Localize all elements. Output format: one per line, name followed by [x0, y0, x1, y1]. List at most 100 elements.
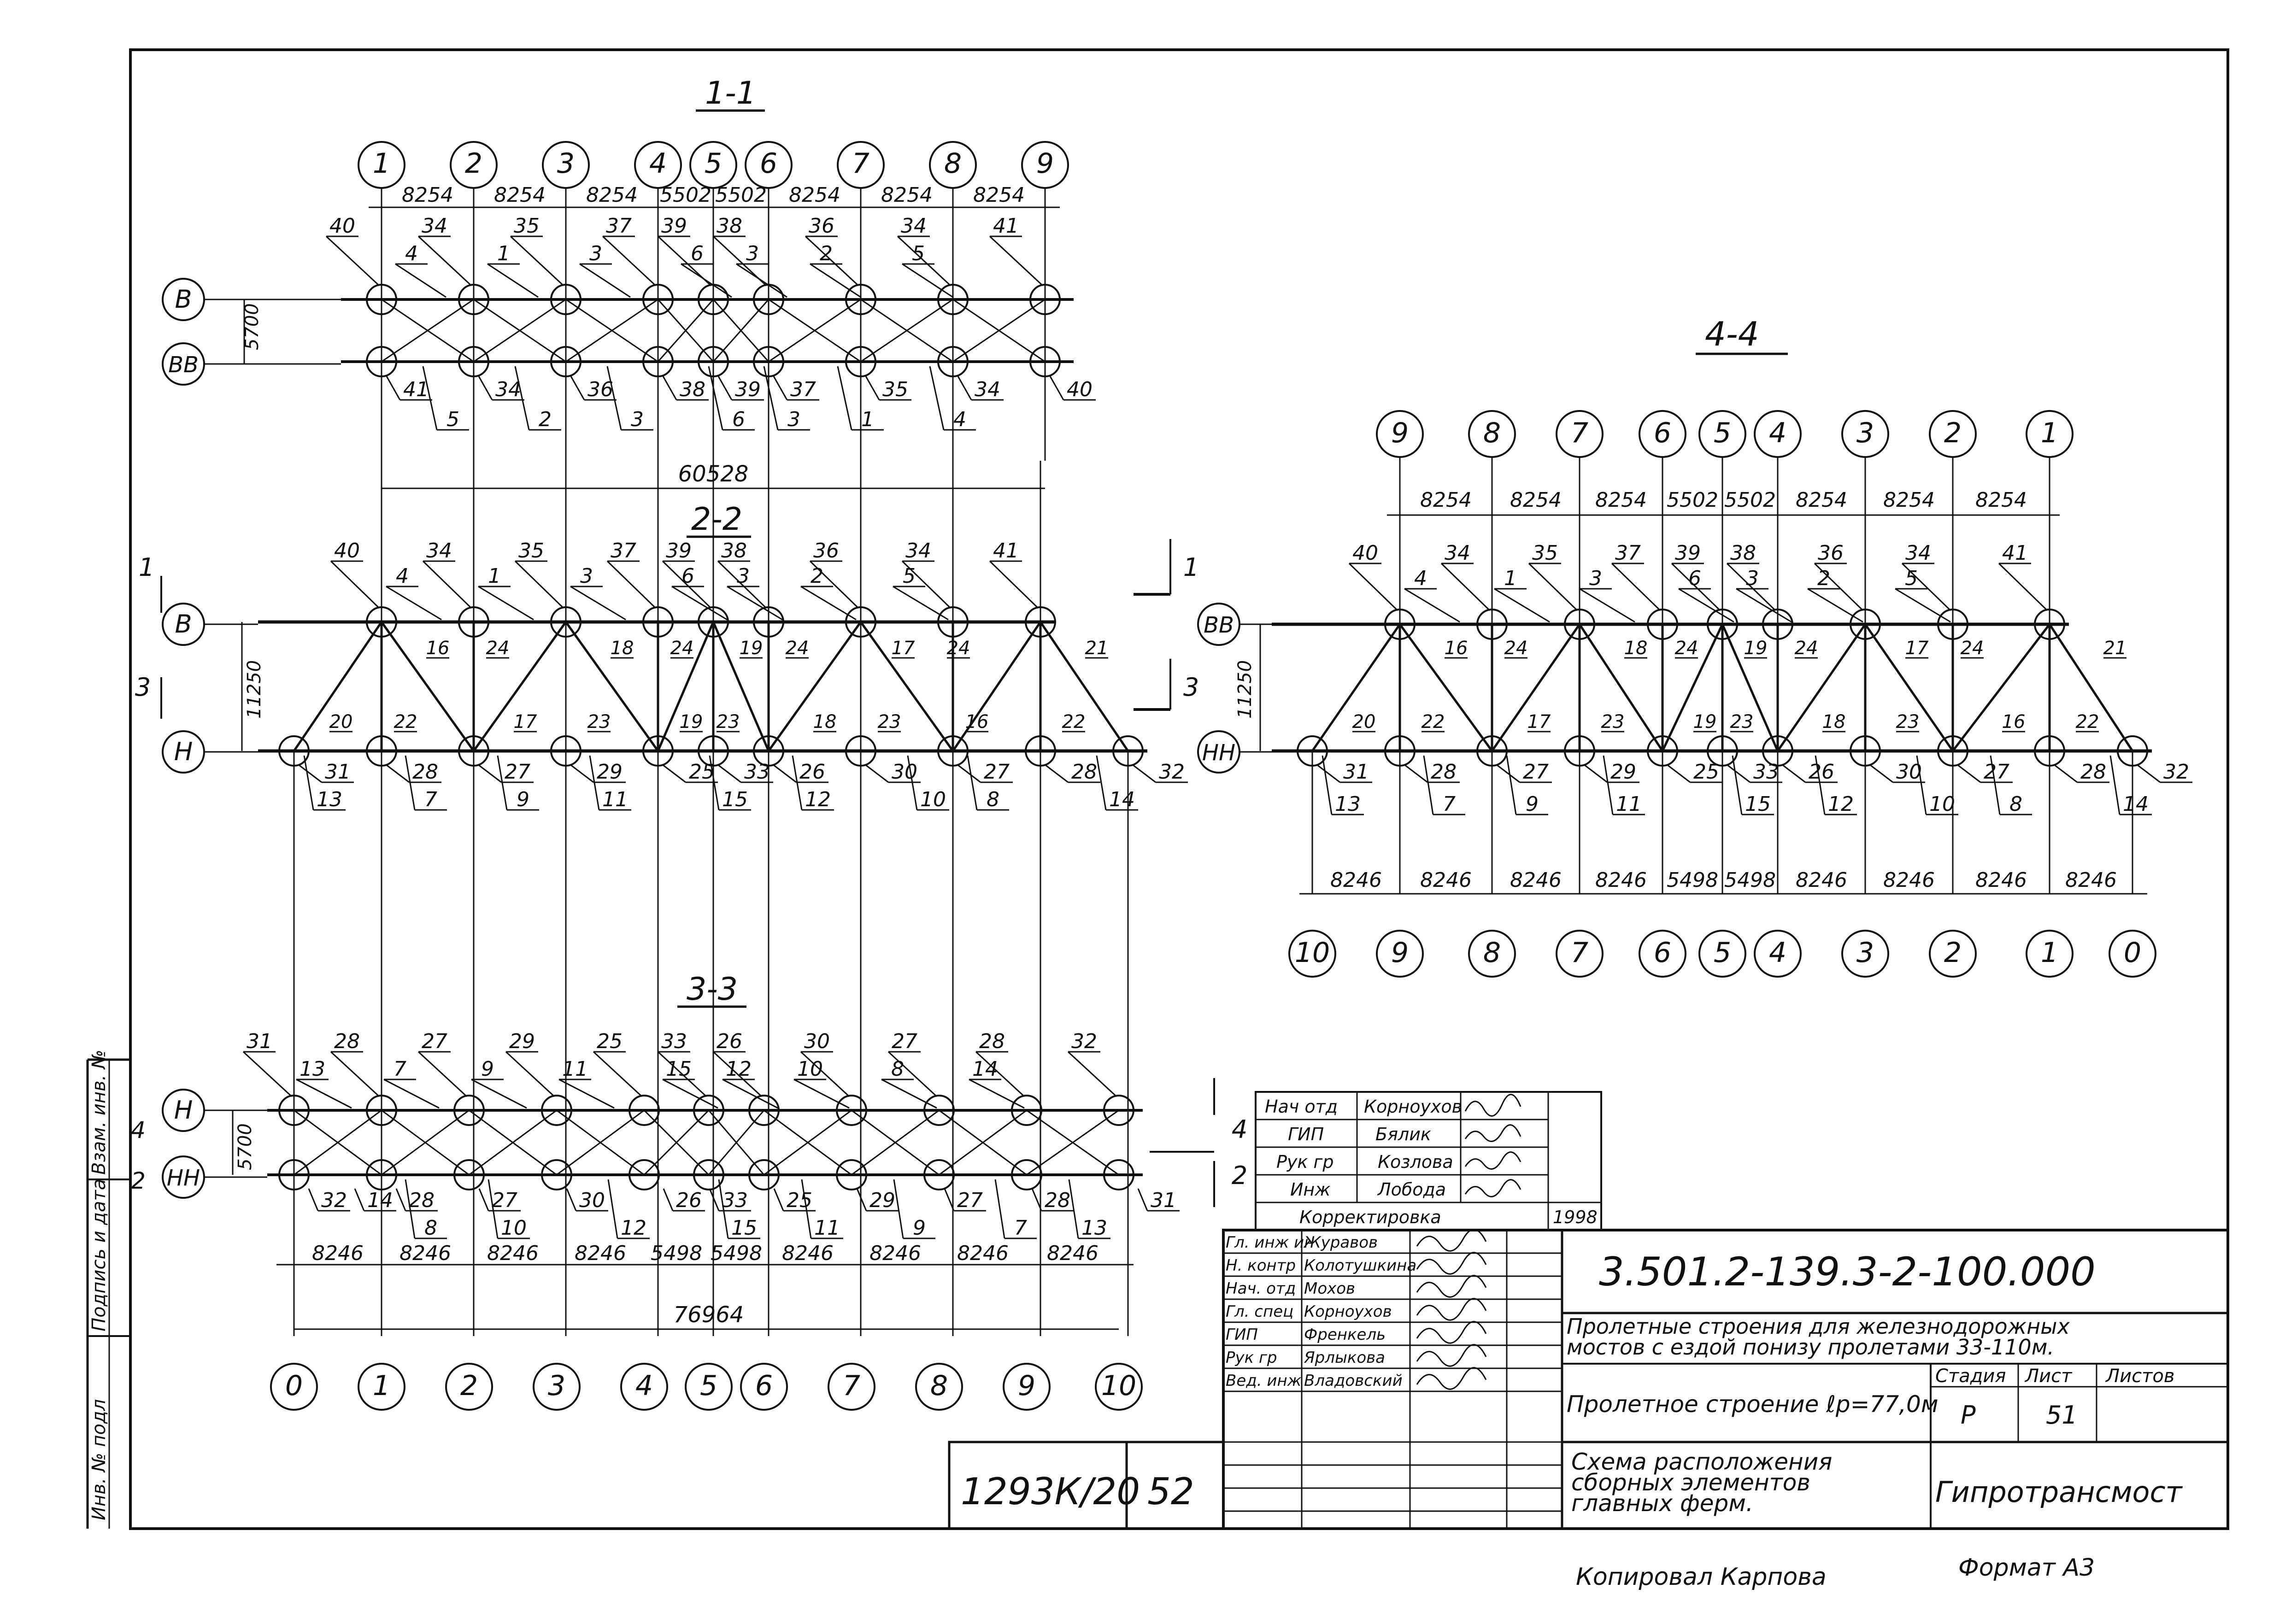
web-member [1491, 623, 1581, 752]
axis-label: 3 [548, 1370, 565, 1402]
corr-row2-name: Бялик [1375, 1124, 1431, 1144]
axis-label: 3 [1856, 937, 1874, 969]
node-number: 40 [334, 539, 360, 563]
node [923, 1095, 955, 1126]
axis-bubble [1841, 930, 1889, 978]
node-number-leader [330, 560, 380, 609]
signer-6-role: Рук гр [1226, 1348, 1277, 1367]
element-mark: 3 [787, 408, 800, 431]
web-mark: 20 [1352, 711, 1376, 733]
web-mark: 24 [947, 638, 970, 659]
signer-1-role: Гл. инж ин [1226, 1233, 1314, 1252]
element-mark: 11 [814, 1216, 840, 1240]
node-number: 33 [661, 1030, 687, 1053]
node-number: 28 [409, 1189, 435, 1212]
node-number: 28 [979, 1030, 1005, 1053]
node-number-leader [1348, 563, 1398, 611]
axis-label: 8 [930, 1370, 948, 1402]
node-number: 27 [892, 1030, 917, 1053]
element-mark: 1 [488, 564, 501, 588]
dim-value: 5502 [1724, 488, 1776, 512]
web-mark: 23 [1601, 711, 1625, 733]
dim-value: 5502 [1667, 488, 1718, 512]
element-mark-leader [570, 586, 626, 621]
element-mark-leader [708, 366, 723, 430]
element-mark-leader [893, 1179, 904, 1239]
element-mark-leader [800, 586, 857, 621]
cut-label: 2 [1232, 1161, 1247, 1190]
element-mark: 10 [797, 1057, 823, 1081]
archive-number: 1293К/20 [961, 1470, 1140, 1513]
node-number-leader [957, 375, 972, 400]
sheets-label: Листов [2105, 1366, 2174, 1387]
node-number-leader [865, 764, 889, 783]
node [642, 346, 674, 377]
node [937, 284, 969, 315]
axis-label: 9 [1036, 147, 1054, 180]
node-number: 37 [1615, 541, 1641, 565]
node [1011, 1095, 1042, 1126]
element-mark-leader [709, 755, 720, 810]
web-member [1578, 623, 1664, 752]
dim-value: 8254 [881, 183, 933, 207]
dim-value: 5498 [1724, 868, 1776, 892]
node-number-leader [354, 1188, 365, 1211]
element-mark: 8 [2009, 792, 2022, 816]
web-member [1311, 623, 1401, 752]
node [1937, 735, 1968, 767]
element-mark: 15 [1745, 792, 1771, 816]
dim-value: 8254 [1420, 488, 1472, 512]
node-number: 40 [1067, 378, 1093, 401]
node-number-leader [864, 375, 880, 400]
sheet-label: Лист [2024, 1366, 2073, 1387]
element-mark: 6 [681, 564, 694, 588]
signer-1-name: Журавов [1303, 1233, 1378, 1252]
node-number-leader [772, 375, 788, 400]
element-mark-leader [763, 366, 779, 430]
node [1850, 609, 1881, 640]
element-mark-leader [1068, 1179, 1079, 1239]
node-number: 30 [579, 1189, 605, 1212]
element-mark: 11 [562, 1057, 588, 1081]
element-mark-leader [1916, 755, 1927, 815]
axis-bubble [685, 1363, 733, 1411]
element-mark: 10 [1929, 792, 1955, 816]
node [366, 1095, 397, 1126]
node-number-leader [478, 1188, 489, 1211]
axis-label: 6 [1654, 417, 1671, 449]
element-mark: 8 [987, 788, 999, 811]
node [698, 346, 729, 377]
web-member [712, 621, 770, 751]
dim-value: 8246 [1883, 868, 1935, 892]
node-number: 32 [2163, 760, 2189, 784]
web-member [1398, 623, 1493, 752]
element-mark: 3 [631, 408, 644, 431]
corr-year: 1998 [1553, 1207, 1598, 1227]
node-number: 34 [901, 214, 927, 238]
element-mark-leader [1096, 755, 1107, 810]
element-mark-leader [967, 755, 978, 810]
web-member [767, 621, 862, 752]
element-mark-leader [395, 263, 446, 298]
node [366, 346, 397, 377]
dim-value: 8254 [1883, 488, 1935, 512]
node-number: 27 [984, 760, 1010, 784]
element-mark-leader [994, 1179, 1005, 1239]
axis-bubble [445, 1363, 493, 1411]
element-mark: 13 [317, 788, 342, 811]
node-number: 35 [882, 378, 908, 401]
dim-value: 8246 [1796, 868, 1847, 892]
web-member [1661, 623, 1724, 752]
page-number: 52 [1147, 1470, 1194, 1513]
format-label: Формат А3 [1958, 1554, 2095, 1582]
node-number-leader [663, 1188, 674, 1211]
node-number: 33 [744, 760, 770, 784]
element-mark: 9 [517, 788, 529, 811]
element-mark: 12 [621, 1216, 646, 1240]
web-mark: 24 [1795, 638, 1818, 659]
element-mark-leader [718, 1179, 729, 1239]
node [1564, 609, 1595, 640]
element-mark-leader [1322, 755, 1333, 815]
node-number: 31 [1343, 760, 1369, 784]
axis-label: 2 [1944, 417, 1962, 449]
